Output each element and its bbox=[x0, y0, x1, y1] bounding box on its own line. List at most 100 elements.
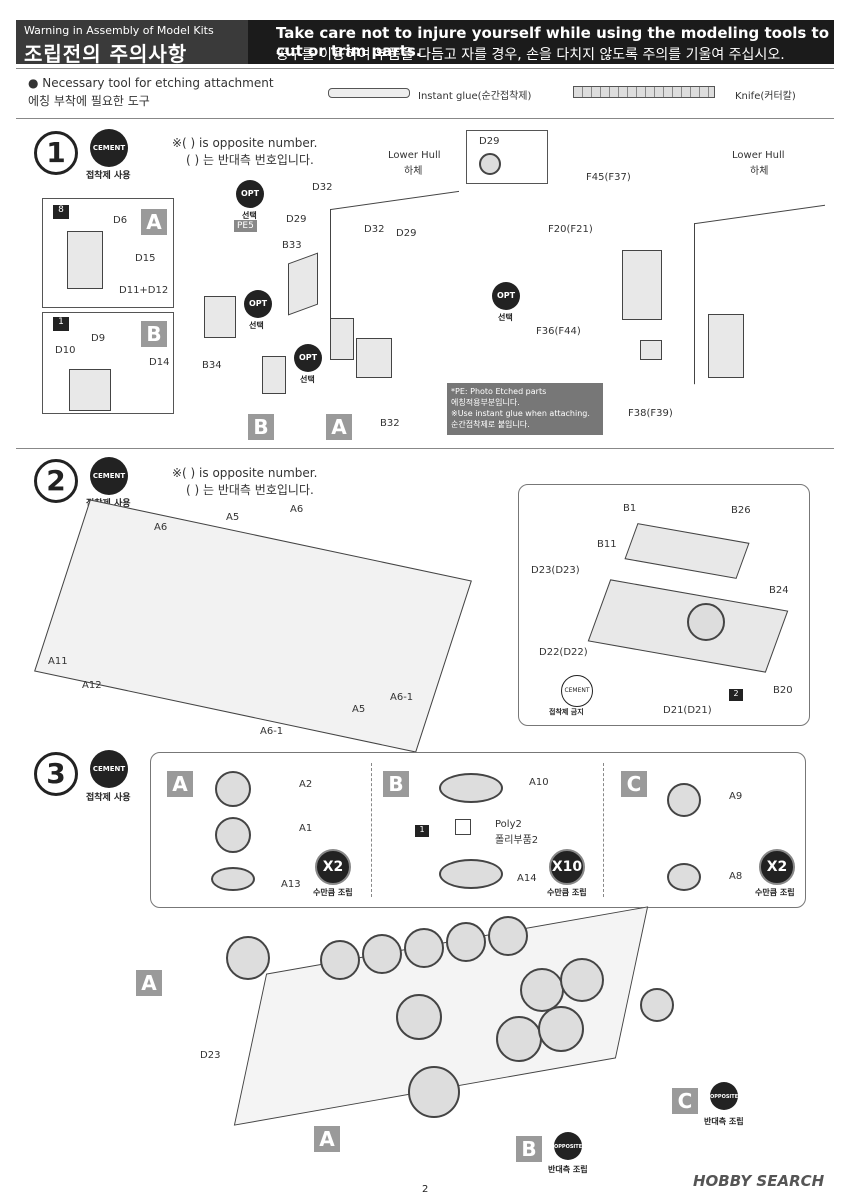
part-label: Poly2 bbox=[495, 819, 522, 830]
part-label: F45(F37) bbox=[586, 172, 631, 183]
part-label: A1 bbox=[299, 823, 313, 834]
opt-icon: OPT bbox=[236, 180, 264, 208]
part-label: B11 bbox=[597, 539, 617, 550]
part-label: A6 bbox=[154, 522, 168, 533]
roadwheel bbox=[488, 916, 528, 956]
part-label: A10 bbox=[529, 777, 549, 788]
part-label: A9 bbox=[729, 791, 743, 802]
part-label: D14 bbox=[149, 357, 170, 368]
opt-label: 선택 bbox=[249, 321, 264, 330]
part-label: D29 bbox=[479, 136, 500, 147]
letter-a-tag: A bbox=[136, 970, 162, 996]
tool-note-en: ● Necessary tool for etching attachment bbox=[28, 76, 274, 90]
part-label: 폴리부품2 bbox=[495, 835, 539, 846]
subassembly-b-box: 1 D9 D10 D14 B bbox=[42, 312, 174, 414]
divider bbox=[16, 118, 834, 119]
b26-plate bbox=[624, 523, 750, 579]
idler-a9 bbox=[667, 783, 701, 817]
sprocket-a1 bbox=[215, 817, 251, 853]
letter-a-tag: A bbox=[314, 1126, 340, 1152]
letter-c-tag: C bbox=[672, 1088, 698, 1114]
divider bbox=[371, 763, 372, 897]
part-label: A5 bbox=[352, 704, 366, 715]
jerrycan-rack-part bbox=[69, 369, 111, 411]
triangle-1-mark: 1 bbox=[53, 317, 69, 331]
part-label: A11 bbox=[48, 656, 68, 667]
letter-b-tag: B bbox=[141, 321, 167, 347]
tool-note-ko: 에칭 부착에 필요한 도구 bbox=[28, 94, 150, 108]
step-1-number: 1 bbox=[34, 131, 78, 175]
part-label: A13 bbox=[281, 879, 301, 890]
cement-label: 접착제 사용 bbox=[86, 793, 131, 803]
letter-c-tag: C bbox=[621, 771, 647, 797]
opposite-icon: OPPOSITE bbox=[710, 1082, 738, 1110]
step-2-number: 2 bbox=[34, 459, 78, 503]
letter-b-tag: B bbox=[383, 771, 409, 797]
idler-a8 bbox=[667, 863, 701, 891]
letter-a-tag: A bbox=[326, 414, 352, 440]
part-label: A2 bbox=[299, 779, 313, 790]
detail-box: B1 B26 B11 D23(D23) B24 D22(D22) D21(D21… bbox=[518, 484, 810, 726]
part-label: D23 bbox=[200, 1050, 221, 1061]
divider bbox=[603, 763, 604, 897]
warning-ko: 조립전의 주의사항 bbox=[24, 42, 188, 66]
letter-b-tag: B bbox=[516, 1136, 542, 1162]
stowage-box-part bbox=[708, 314, 744, 378]
part-label: B1 bbox=[623, 503, 637, 514]
roadwheel bbox=[446, 922, 486, 962]
part-label: D29 bbox=[396, 228, 417, 239]
part-label: D9 bbox=[91, 333, 106, 344]
part-label: F20(F21) bbox=[548, 224, 593, 235]
opposite-note: ※( ) is opposite number. ( ) 는 반대측 번호입니다… bbox=[172, 465, 317, 499]
lower-hull-ko: 하체 bbox=[404, 166, 423, 177]
opposite-note-ko: ( ) 는 반대측 번호입니다. bbox=[186, 153, 314, 167]
poly-cap bbox=[455, 819, 471, 835]
knife-label: Knife(커터칼) bbox=[735, 91, 796, 102]
roadwheel bbox=[320, 940, 360, 980]
part-label: D10 bbox=[55, 345, 76, 356]
part-label: D6 bbox=[113, 215, 128, 226]
opt-icon: OPT bbox=[294, 344, 322, 372]
d29-part bbox=[479, 153, 501, 175]
opt-icon: OPT bbox=[492, 282, 520, 310]
part-label: B20 bbox=[773, 685, 793, 696]
ring-part bbox=[687, 603, 725, 641]
jerrycan-part bbox=[262, 356, 286, 394]
part-label: A12 bbox=[82, 680, 102, 691]
divider bbox=[16, 68, 834, 69]
sub-step-box: A A2 A1 A13 X2 수만큼 조립 B 1 A10 Poly2 폴리부품… bbox=[150, 752, 806, 908]
opt-label: 선택 bbox=[242, 211, 257, 220]
page-number: 2 bbox=[422, 1184, 429, 1195]
triangle-8-mark: 8 bbox=[53, 205, 69, 219]
opt-icon: OPT bbox=[244, 290, 272, 318]
roadwheel bbox=[362, 934, 402, 974]
part-label: D22(D22) bbox=[539, 647, 588, 658]
part-label: B34 bbox=[202, 360, 222, 371]
pe-note-line: 순간접착제로 붙입니다. bbox=[451, 420, 530, 429]
qty-label: 수만큼 조립 bbox=[547, 888, 587, 897]
opposite-label: 반대측 조립 bbox=[548, 1165, 588, 1174]
part-label: D32 bbox=[364, 224, 385, 235]
letter-b-tag: B bbox=[248, 414, 274, 440]
glue-icon bbox=[328, 88, 410, 98]
divider bbox=[16, 448, 834, 449]
part-label: B26 bbox=[731, 505, 751, 516]
cement-icon: CEMENT bbox=[90, 129, 128, 167]
opt-label: 선택 bbox=[498, 313, 513, 322]
part-label: A6-1 bbox=[260, 726, 284, 737]
opposite-label: 반대측 조립 bbox=[704, 1117, 744, 1126]
part-label: B33 bbox=[282, 240, 302, 251]
warning-banner: Warning in Assembly of Model Kits 조립전의 주… bbox=[16, 20, 248, 66]
part-label: F36(F44) bbox=[536, 326, 581, 337]
cement-icon: CEMENT bbox=[90, 750, 128, 788]
pe5-tag: PE5 bbox=[234, 220, 257, 232]
lower-hull-label: Lower Hull bbox=[732, 150, 785, 161]
detail-box: D29 bbox=[466, 130, 548, 184]
lower-hull-label: Lower Hull bbox=[388, 150, 441, 161]
sprocket bbox=[408, 1066, 460, 1118]
opposite-note-en: ※( ) is opposite number. bbox=[172, 136, 318, 150]
pe-note-line: *PE: Photo Etched parts bbox=[451, 387, 547, 396]
caution-en: Take care not to injure yourself while u… bbox=[276, 24, 830, 60]
opposite-note-ko: ( ) 는 반대측 번호입니다. bbox=[186, 483, 314, 497]
lower-hull-ko: 하체 bbox=[750, 166, 769, 177]
